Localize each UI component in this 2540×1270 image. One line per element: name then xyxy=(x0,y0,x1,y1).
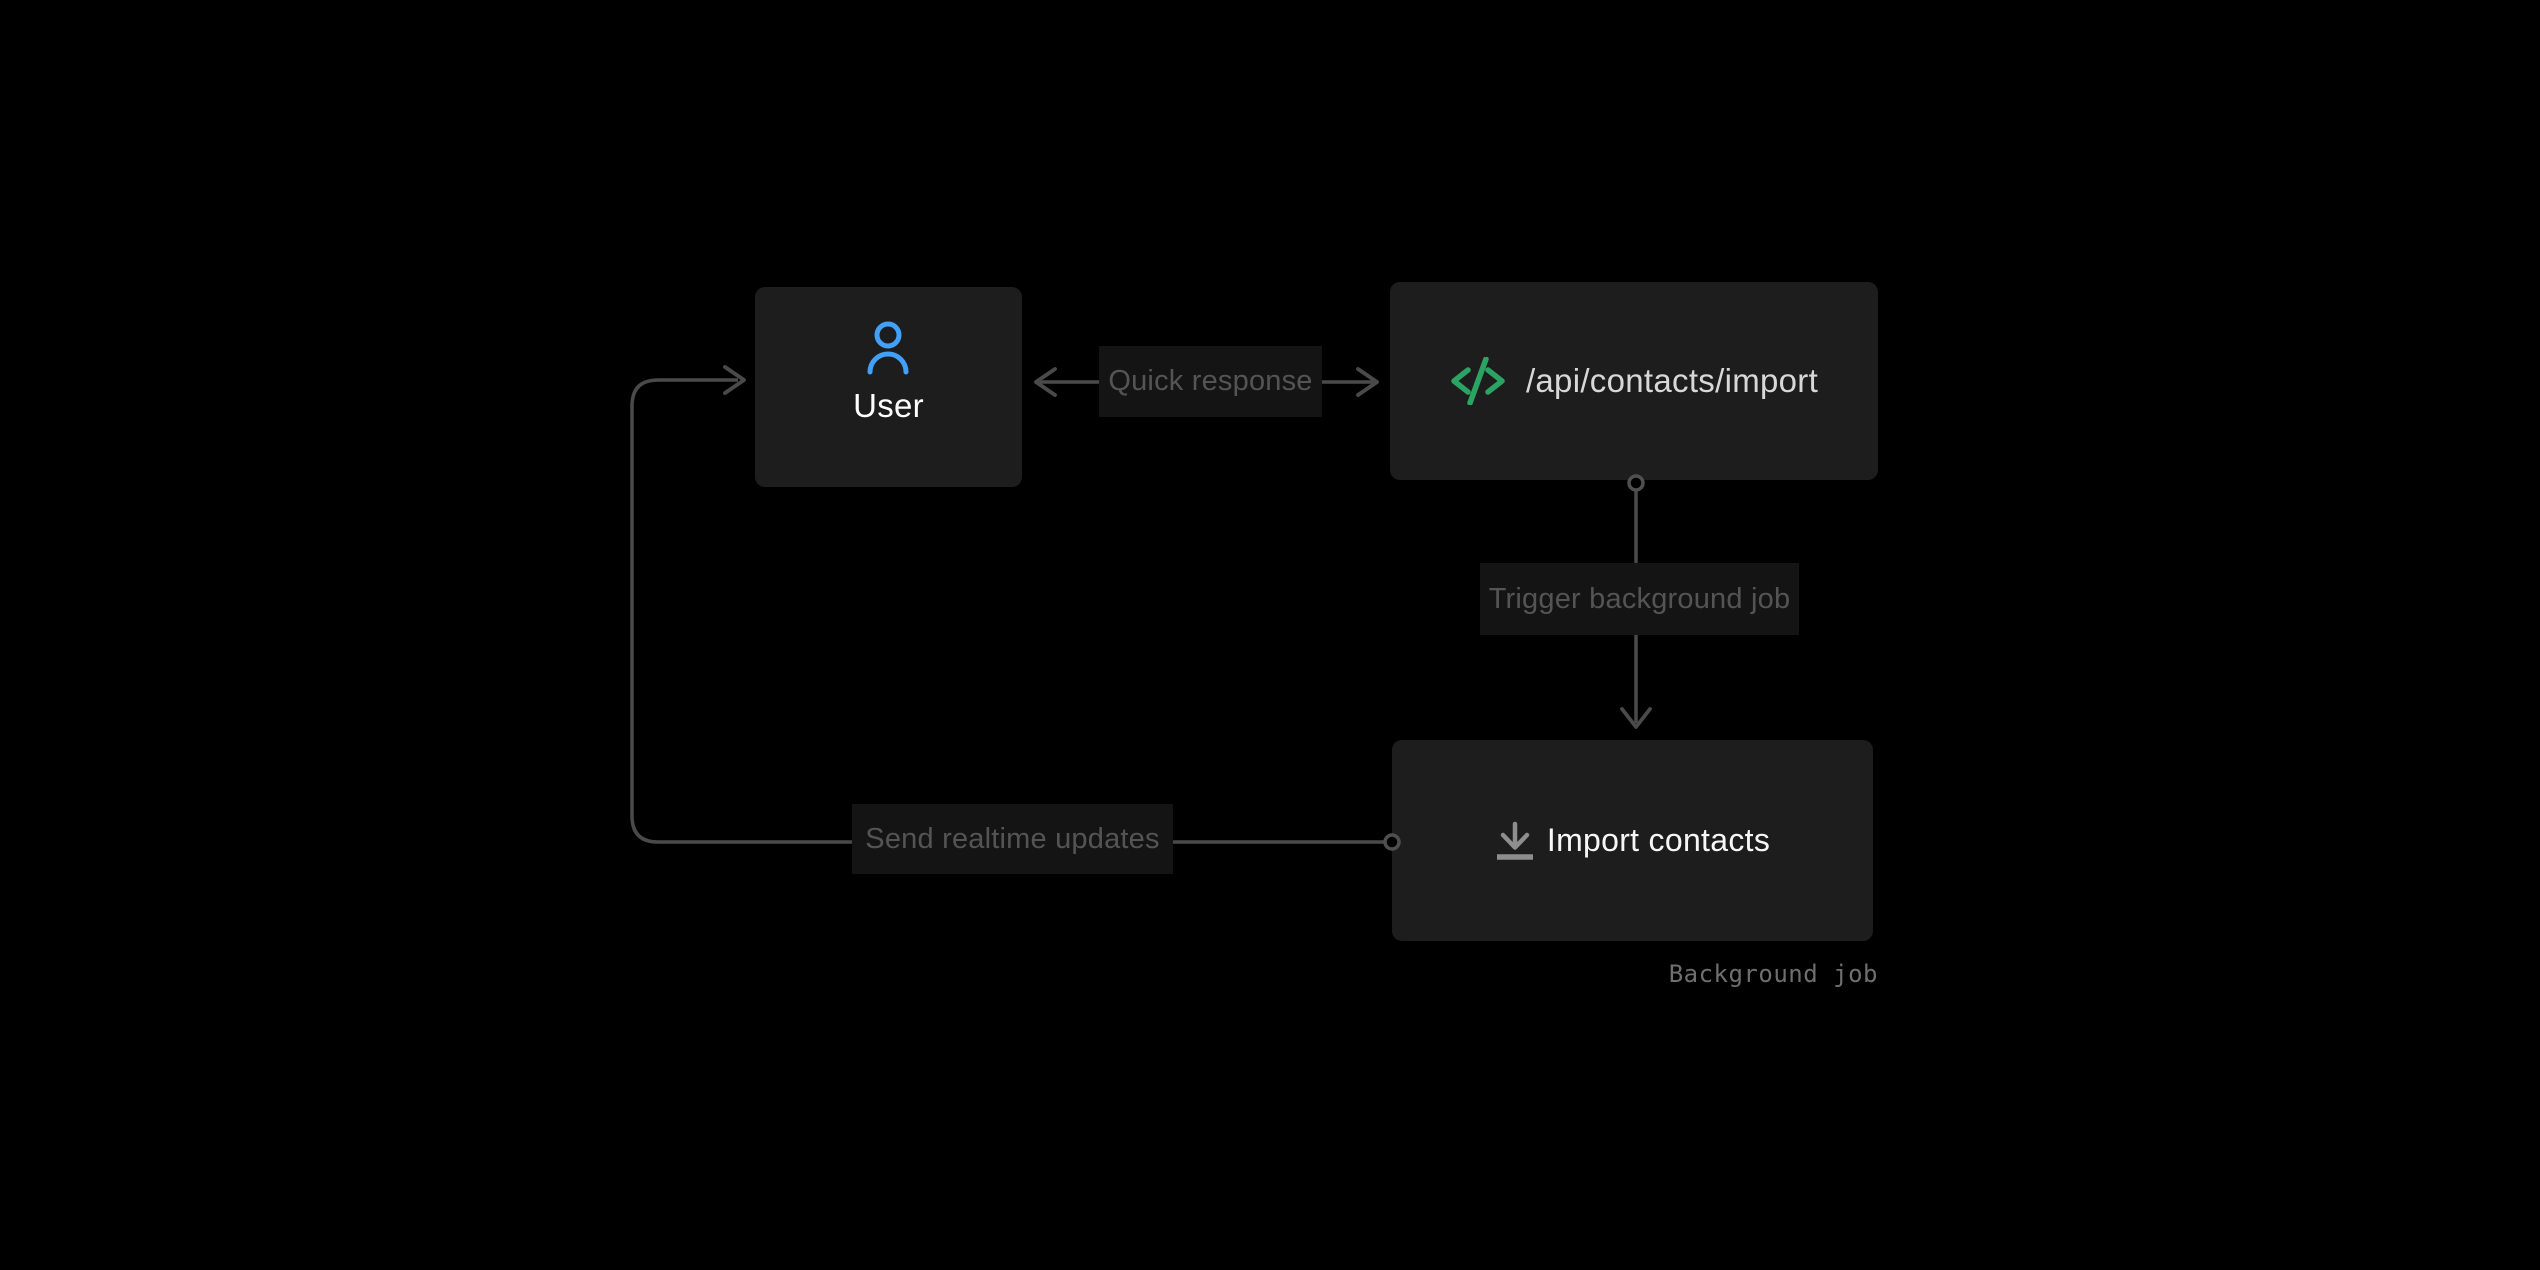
job-node: Import contacts xyxy=(1392,740,1873,941)
api-node-label: /api/contacts/import xyxy=(1525,362,1819,399)
background-job-annotation: Background job xyxy=(1668,960,1878,988)
arrowhead-down-icon xyxy=(1620,707,1652,729)
edge-label-send-realtime-updates: Send realtime updates xyxy=(852,804,1173,874)
user-node: User xyxy=(755,287,1022,487)
api-node: /api/contacts/import xyxy=(1390,282,1878,480)
arrowhead-left-icon xyxy=(1034,367,1057,397)
download-icon xyxy=(1496,821,1533,860)
code-icon xyxy=(1451,357,1505,405)
edge-label-quick-response: Quick response xyxy=(1099,346,1322,417)
user-icon xyxy=(867,321,909,375)
arrowhead-into-user-icon xyxy=(723,365,746,395)
arrowhead-right-icon xyxy=(1356,367,1379,397)
job-node-label: Import contacts xyxy=(1546,822,1771,858)
edge-label-trigger-background-job: Trigger background job xyxy=(1480,563,1799,635)
user-node-label: User xyxy=(853,387,924,424)
